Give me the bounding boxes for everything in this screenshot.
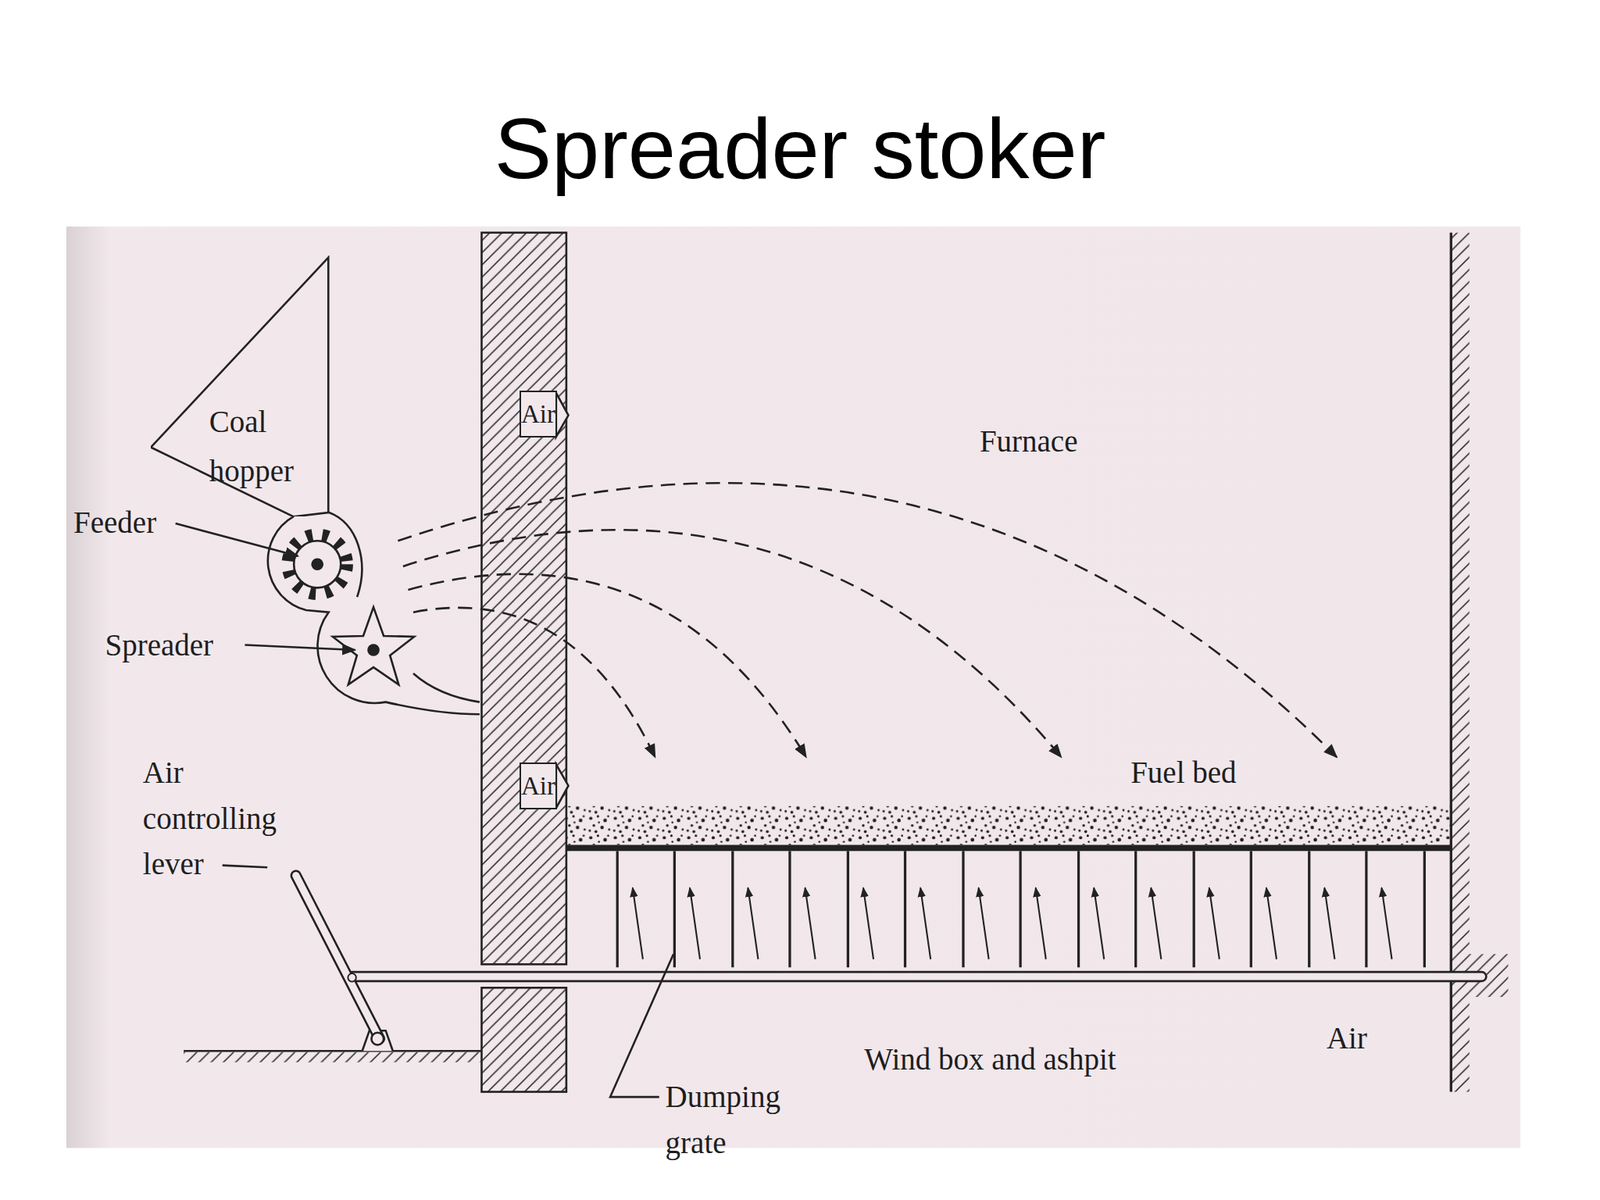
ground-hatch xyxy=(183,1052,482,1063)
feeder-housing xyxy=(267,516,480,715)
part-label: Furnace xyxy=(979,418,1204,465)
coal-hopper: Coal hopper xyxy=(150,255,331,517)
wall-line xyxy=(1450,232,1453,1093)
part-label: Air xyxy=(1326,1015,1419,1062)
part-label: Dumping grate xyxy=(665,1074,829,1166)
node-label: Coal hopper xyxy=(209,397,327,496)
leader-line xyxy=(610,953,674,1097)
leader-line xyxy=(244,644,355,650)
grate-top xyxy=(566,844,1451,851)
feeder-hub xyxy=(310,557,324,571)
air-inlet-box: Air xyxy=(519,390,558,438)
furnace-wall xyxy=(481,232,566,965)
furnace-wall xyxy=(1450,232,1470,1093)
air-flow-arrows xyxy=(632,887,1393,959)
spreader-lip xyxy=(413,673,480,703)
spreader-rotor xyxy=(332,607,415,685)
feeder-teeth xyxy=(287,534,347,594)
coal-trajectory xyxy=(397,482,1337,758)
leader-line xyxy=(222,865,268,868)
spreader-hub xyxy=(367,643,380,657)
dumping-rod xyxy=(352,972,1483,980)
feeder-wheel xyxy=(293,540,341,588)
air-inlet-wedge xyxy=(556,764,569,808)
grate-bars xyxy=(617,850,1425,968)
hopper-shape xyxy=(150,257,329,517)
part-label: Air controlling lever xyxy=(142,750,317,888)
furnace-wall xyxy=(481,987,566,1092)
rod-joint xyxy=(347,973,356,982)
control-lever xyxy=(296,875,380,1040)
node-label: Air xyxy=(521,764,556,808)
part-label: Fuel bed xyxy=(1130,750,1325,797)
air-inlet-wedge xyxy=(556,392,569,437)
dumping-rod xyxy=(352,971,1483,983)
scan-page xyxy=(66,226,1521,1148)
part-label: Spreader xyxy=(105,622,259,669)
fuel-bed xyxy=(567,806,1450,846)
ground-line xyxy=(183,1050,482,1053)
node-label: Air xyxy=(521,392,556,436)
lever-pivot xyxy=(362,1030,393,1051)
diagram-title: Spreader stoker xyxy=(0,96,1600,200)
part-label: Feeder xyxy=(73,500,197,547)
part-label: Wind box and ashpit xyxy=(864,1036,1293,1083)
leader-line xyxy=(175,523,299,557)
air-inlet-box: Air xyxy=(519,762,558,810)
pivot-pin xyxy=(371,1032,384,1046)
control-lever xyxy=(296,875,380,1040)
